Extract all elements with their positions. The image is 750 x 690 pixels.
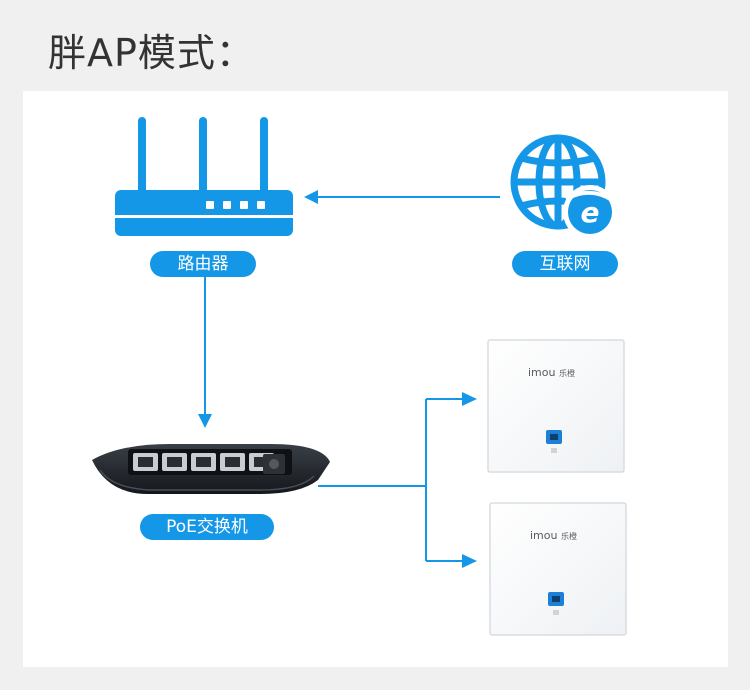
arrow-to-panel-2 (462, 554, 477, 568)
router-icon (115, 117, 293, 236)
internet-label: 互联网 (512, 251, 618, 277)
panel-brand: imou (530, 529, 557, 542)
wall-panel-ap-2: imou 乐橙 (489, 502, 627, 636)
arrow-to-panel-1 (462, 392, 477, 406)
arrow-router-to-switch (198, 276, 212, 428)
panel-brand-cn: 乐橙 (559, 368, 575, 378)
ie-logo-icon: e (563, 185, 617, 239)
connector-switch-to-panels (318, 398, 462, 562)
router-label: 路由器 (150, 251, 256, 277)
panel-brand: imou (528, 366, 555, 379)
arrow-internet-to-router (304, 190, 500, 204)
wall-panel-ap-1: imou 乐橙 (487, 339, 625, 473)
poe-switch-device (92, 444, 330, 494)
svg-text:e: e (581, 196, 600, 229)
panel-brand-cn: 乐橙 (561, 531, 577, 541)
page-title: 胖AP模式： (48, 31, 255, 75)
poe-switch-label: PoE交换机 (140, 514, 274, 540)
